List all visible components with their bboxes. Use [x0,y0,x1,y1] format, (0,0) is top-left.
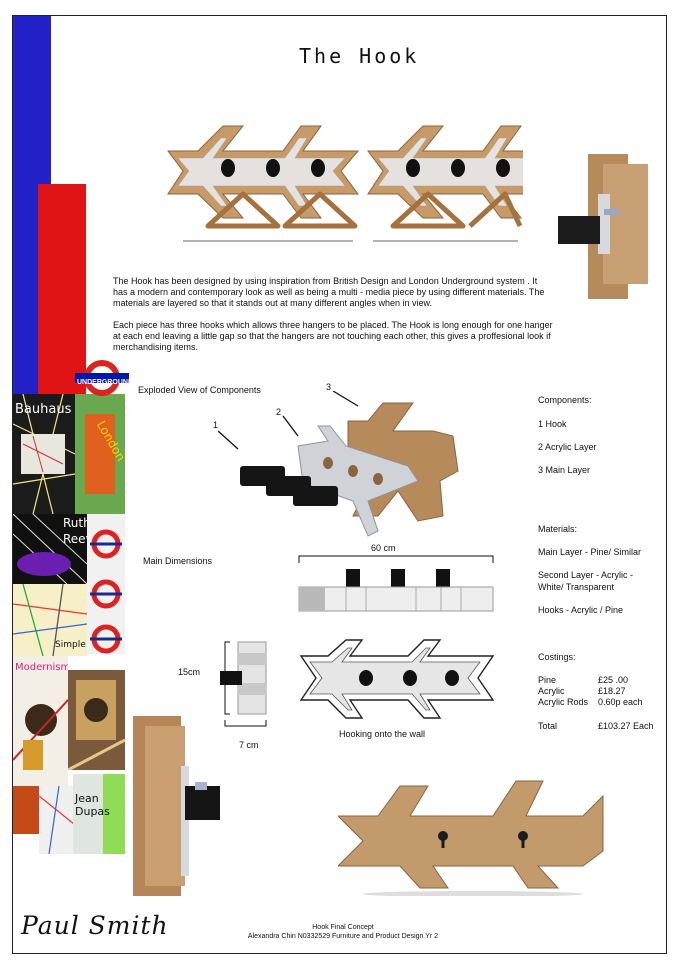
hook-render-side [558,154,648,299]
reeves-label: Reeves [63,532,87,546]
callout-2: 2 [276,407,282,417]
costings-heading: Costings: [538,652,576,662]
cost-price-pine: £25 .00 [598,675,629,685]
intro-text: The Hook has been designed by using insp… [113,276,553,364]
depth-label: 7 cm [239,740,259,750]
paul-smith-signature: Paul Smith [21,911,169,940]
component-1: 1 Hook [538,419,567,429]
cost-item-acrylic: Acrylic [538,686,565,696]
callout-1: 1 [213,420,219,430]
material-second-2: White/ Transparent [538,582,615,592]
component-3: 3 Main Layer [538,465,591,475]
height-label: 15cm [178,667,201,677]
orange-tile [13,786,39,834]
cost-item-rods: Acrylic Rods [538,697,589,707]
footer-line-2: Alexandra Chin N0332529 Furniture and Pr… [247,933,439,940]
purple-blob [17,552,71,576]
jean-dupas-label: Jean Dupas [75,792,110,818]
intro-paragraph-1: The Hook has been designed by using insp… [113,276,545,308]
exploded-heading: Exploded View of Components [138,385,261,395]
wall-outline-drawing [299,639,495,719]
simple-label: Simple [55,640,86,650]
inspiration-collage: Bauhaus London Ruth Reeves Simple Modern… [13,394,125,854]
page-title: The Hook [299,44,420,68]
jean-dupas-tile: Jean Dupas [73,774,125,854]
underground-roundel-icon [75,360,129,396]
london-tile: London [75,394,125,514]
material-main: Main Layer - Pine/ Similar [538,547,642,557]
map-tile: Simple [13,584,87,656]
cost-total-value: £103.27 Each [598,721,654,731]
callout-3: 3 [326,382,332,392]
underground-label: UNDERGROUND [77,379,133,386]
footer-line-1: Hook Final Concept [312,924,374,931]
hook-render-back [338,780,604,896]
cost-total-label: Total [538,721,558,731]
cost-item-pine: Pine [538,675,557,685]
front-elevation-drawing [298,555,494,612]
modernism-label: Modernism [15,662,68,673]
bauhaus-label: Bauhaus [15,402,72,417]
roundel-pattern-tile [87,514,125,654]
dimensions-heading: Main Dimensions [143,556,213,566]
exploded-view-illustration [218,391,459,537]
hook-unit-right [367,125,523,219]
cost-price-rods: 0.60p each [598,697,643,707]
components-heading: Components: [538,395,592,405]
modernism-tile: Modernism [13,656,68,786]
wall-caption: Hooking onto the wall [339,729,426,739]
material-hooks: Hooks - Acrylic / Pine [538,605,624,615]
red-stripe [38,184,86,394]
ruth-label: Ruth [63,516,87,530]
width-label: 60 cm [371,543,396,553]
design-sheet: The Hook The Hook has be [12,15,667,954]
art-deco-tile [68,670,125,770]
footer: Hook Final Concept Alexandra Chin N03325… [193,923,493,941]
side-elevation-drawing [220,641,267,727]
hook-render-side-bottom [133,716,220,896]
hook-unit-left [167,125,360,219]
hook-render-front [167,125,523,242]
material-second-1: Second Layer - Acrylic - [538,570,634,580]
intro-paragraph-2: Each piece has three hooks which allows … [113,320,553,352]
materials-heading: Materials: [538,524,578,534]
cost-price-acrylic: £18.27 [598,686,626,696]
bauhaus-tile: Bauhaus [13,394,75,514]
component-2: 2 Acrylic Layer [538,442,597,452]
